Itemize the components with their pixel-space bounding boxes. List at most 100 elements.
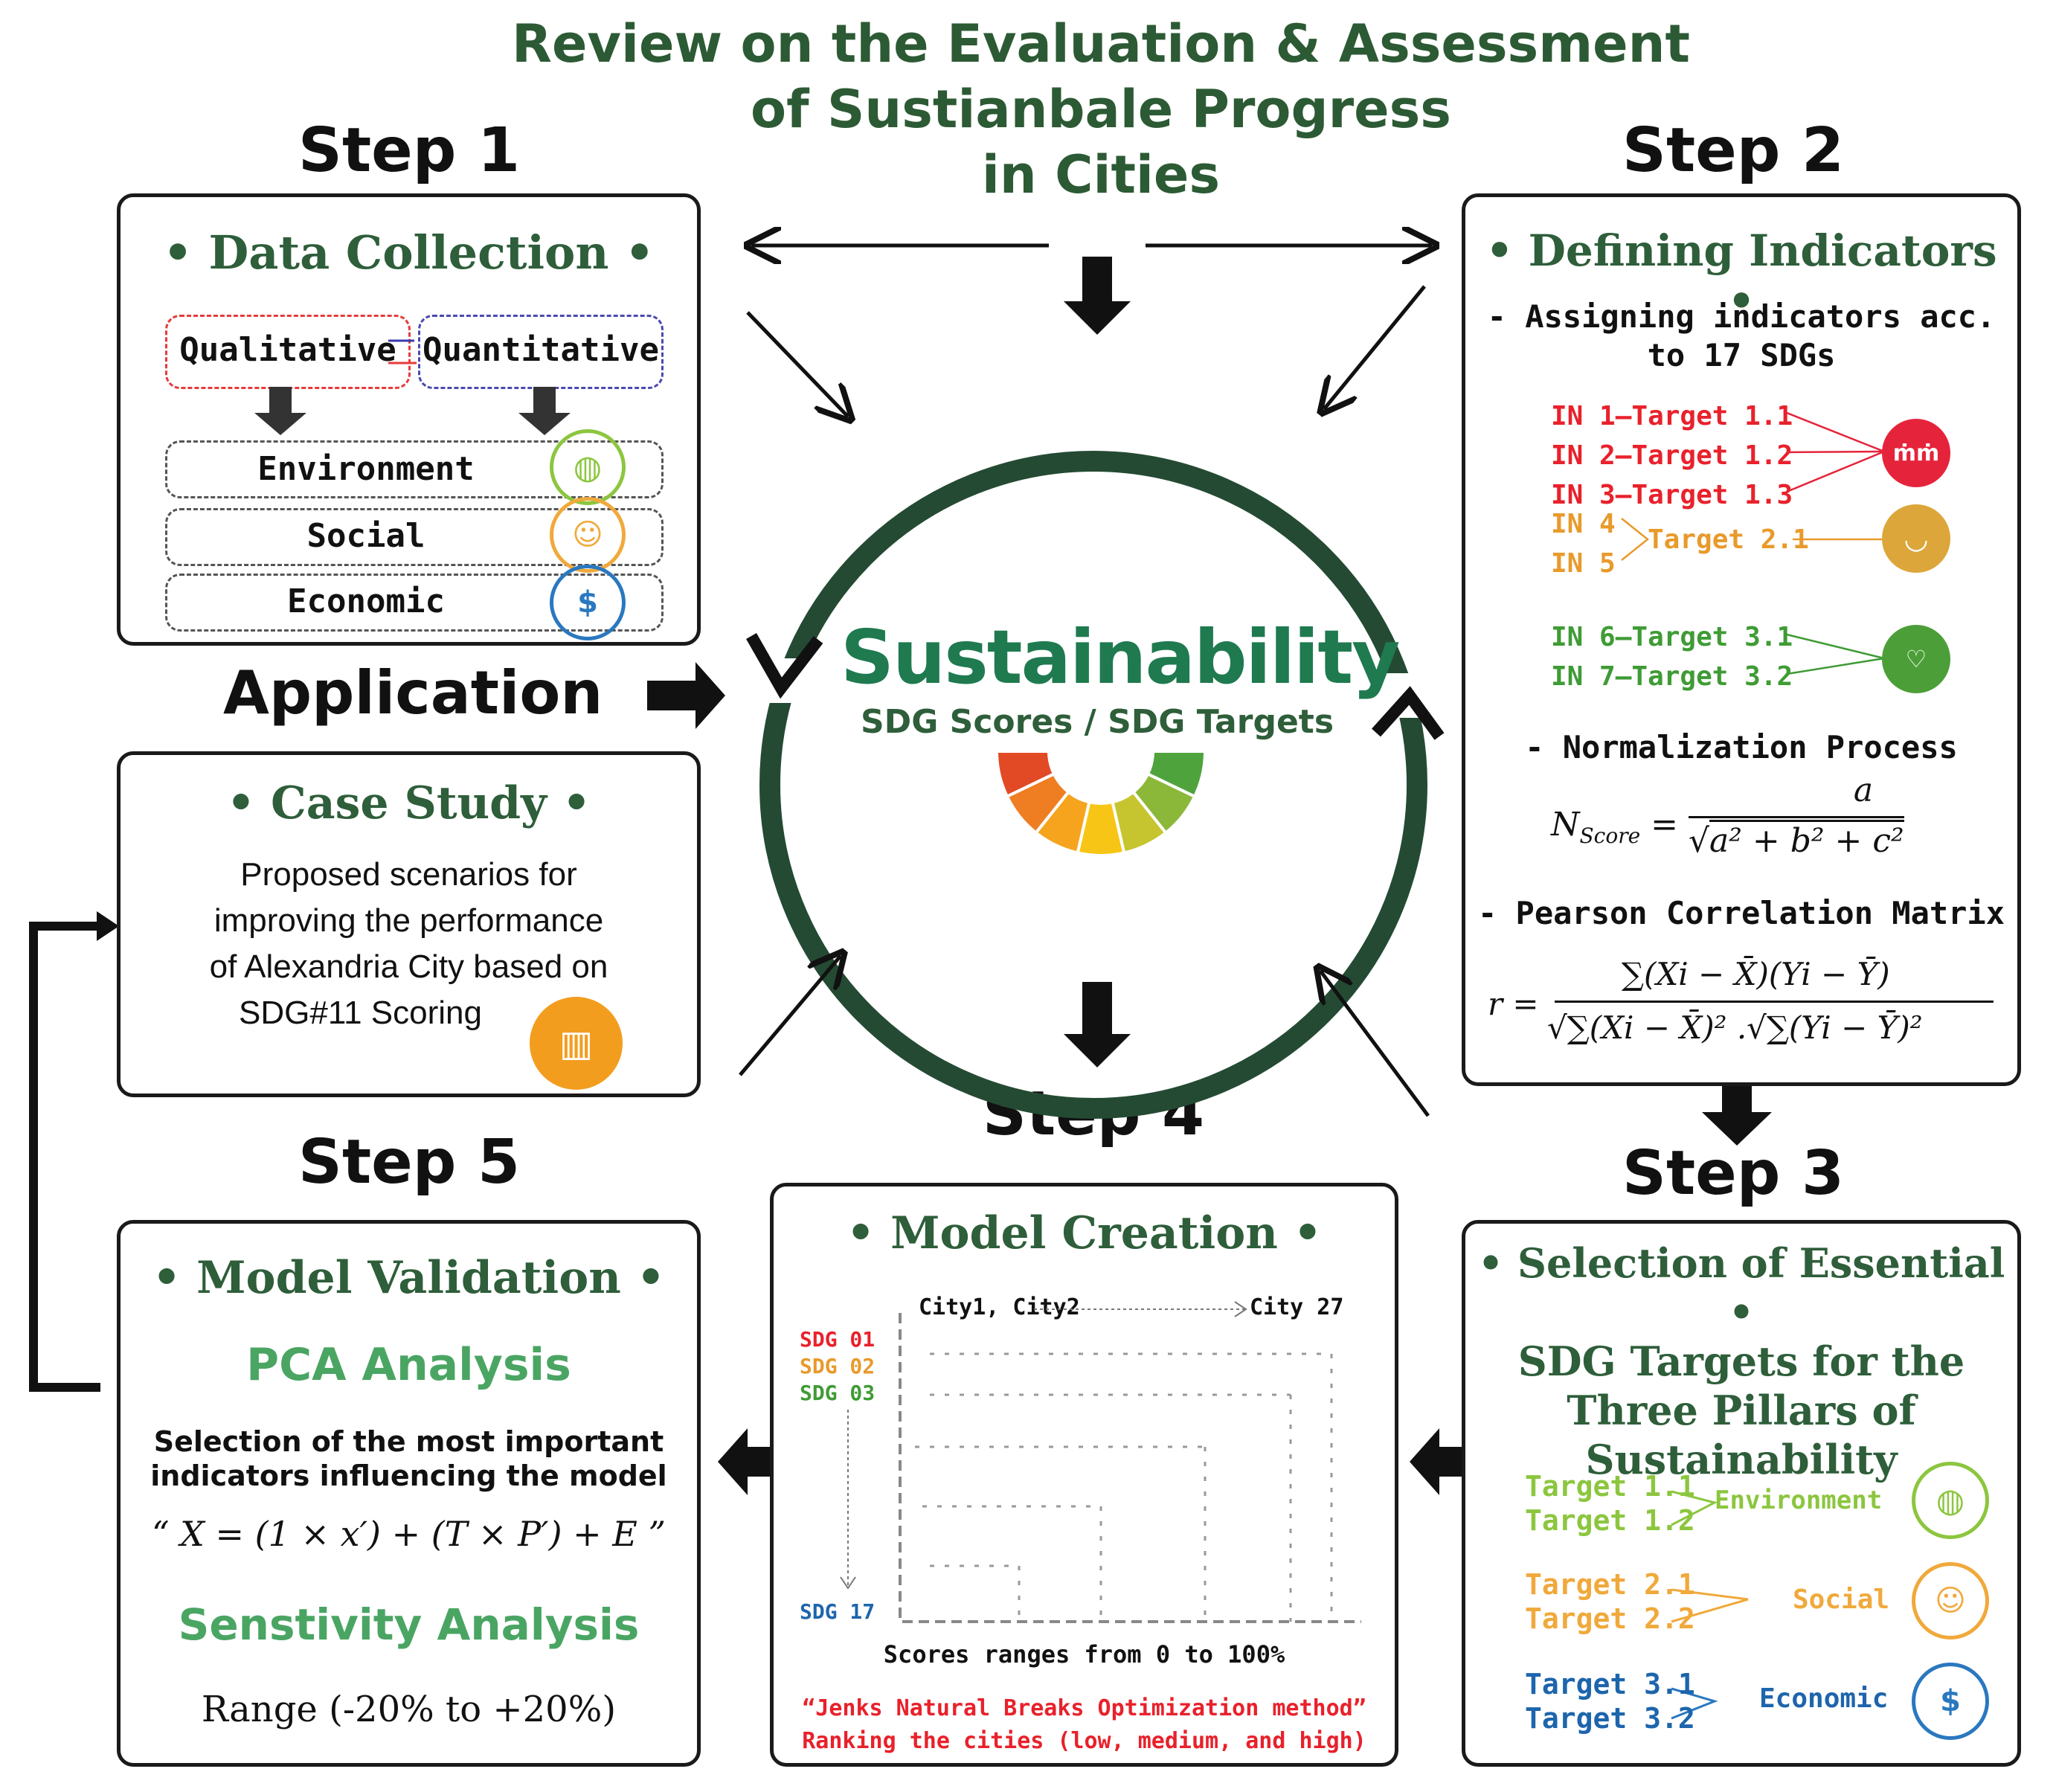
target-1-1: Target 1.1 — [1631, 401, 1793, 431]
money-growth-icon: $ — [550, 565, 626, 640]
quantitative-label: Quantitative — [423, 331, 659, 369]
sdg2-zero-hunger-icon: ◡ — [1882, 504, 1950, 573]
social-row — [165, 508, 664, 566]
model-matrix-graphic — [840, 1301, 1361, 1623]
title-line-1: Review on the Evaluation & Assessment — [512, 13, 1690, 74]
eco-target-2: Target 3.2 — [1525, 1702, 1695, 1735]
normalization-title: - Normalization Process — [1525, 729, 1958, 765]
target-3-2: Target 3.2 — [1631, 661, 1793, 692]
in-2: IN 2 — [1551, 440, 1616, 471]
sdg-01-label: SDG 01 — [800, 1327, 876, 1352]
sdg-02-label: SDG 02 — [800, 1354, 876, 1378]
in-7: IN 7 — [1551, 661, 1616, 692]
qualitative-label: Qualitative — [179, 331, 396, 369]
selection-heading-1: • Selection of Essential • — [1477, 1239, 2005, 1336]
jenks-line-2: Ranking the cities (low, medium, and hig… — [802, 1728, 1366, 1754]
step-5-label: Step 5 — [298, 1127, 521, 1198]
jenks-text: “Jenks Natural Breaks Optimization metho… — [774, 1692, 1395, 1758]
selection-line-2: indicators influencing the model — [150, 1459, 667, 1492]
assign-text: - Assigning indicators acc. to 17 SDGs — [1465, 298, 2017, 375]
eco-target-1: Target 3.1 — [1525, 1668, 1695, 1701]
model-validation-heading: • Model Validation • — [152, 1252, 666, 1304]
soc-pillar-label: Social — [1793, 1584, 1890, 1615]
cities-start-label: City1, City2 — [919, 1294, 1080, 1320]
globe-icon: ◍ — [550, 429, 626, 505]
env-targets: Target 1.1 Target 1.2 — [1525, 1469, 1695, 1538]
pca-analysis-label: PCA Analysis — [246, 1339, 571, 1391]
eco-targets: Target 3.1 Target 3.2 — [1525, 1667, 1695, 1735]
data-collection-box: • Data Collection • Qualitative Quantita… — [117, 193, 701, 646]
selection-heading-2: SDG Targets for the — [1517, 1337, 1965, 1385]
people-icon: ☺ — [550, 497, 626, 573]
pearson-formula: r = ∑(Xi − X̄)(Yi − Ȳ) √∑(Xi − X̄)² .√∑(… — [1488, 956, 2008, 1067]
sdg1-indicators: IN 1—Target 1.1 IN 2—Target 1.2 IN 3—Tar… — [1551, 401, 1793, 510]
case-study-box: • Case Study • Proposed scenarios for im… — [117, 751, 701, 1097]
ring-arrowhead-right — [1372, 686, 1445, 740]
application-label: Application — [223, 658, 603, 728]
selection-heading-3: Three Pillars of — [1567, 1387, 1916, 1434]
step-2-label: Step 2 — [1622, 115, 1845, 186]
eco-pillar-label: Economic — [1759, 1683, 1889, 1714]
sdg3-indicators: IN 6—Target 3.1 IN 7—Target 3.2 — [1551, 622, 1793, 692]
gauge-segment — [1146, 750, 1207, 799]
in-6: IN 6 — [1551, 622, 1616, 652]
social-label: Social — [306, 517, 425, 555]
title-line-3: in Cities — [981, 144, 1221, 205]
sdg-labels: SDG 01 SDG 02 SDG 03 — [800, 1326, 875, 1407]
sdg1-no-poverty-icon: ṁṁ — [1882, 419, 1950, 487]
in-3: IN 3 — [1551, 480, 1616, 510]
target-1-2: Target 1.2 — [1631, 440, 1793, 471]
cycle-ring — [759, 451, 1427, 1119]
sustainability-logo: Sustainability — [841, 614, 1400, 701]
case-line-3: of Alexandria City based on — [209, 948, 608, 985]
selection-heading: • Selection of Essential • SDG Targets f… — [1465, 1239, 2017, 1484]
selection-heading-4: Sustainability — [1585, 1436, 1898, 1483]
model-validation-box: • Model Validation • PCA Analysis Select… — [117, 1220, 701, 1767]
title-line-2: of Sustianbale Progress — [751, 79, 1451, 140]
jenks-line-1: “Jenks Natural Breaks Optimization metho… — [802, 1695, 1366, 1721]
sdg2-indicators-in: IN 4 IN 5 — [1551, 504, 1616, 583]
in-5: IN 5 — [1551, 548, 1616, 579]
sensitivity-range: Range (-20% to +20%) — [201, 1689, 617, 1730]
target-3-1: Target 3.1 — [1631, 622, 1793, 652]
sdg-03-label: SDG 03 — [800, 1381, 876, 1405]
sdg11-city-icon: ▥ — [530, 997, 623, 1090]
sdg-gauge-icon — [995, 750, 1207, 857]
case-study-heading: • Case Study • — [226, 777, 591, 829]
sdg-17-label: SDG 17 — [800, 1599, 876, 1624]
selection-text: Selection of the most important indicato… — [121, 1425, 697, 1493]
economic-label: Economic — [287, 582, 445, 620]
data-collection-heading: • Data Collection • — [163, 225, 655, 280]
step-3-label: Step 3 — [1622, 1138, 1845, 1209]
city-end-label: City 27 — [1250, 1294, 1344, 1320]
globe-icon: ◍ — [1912, 1462, 1989, 1539]
main-title: Review on the Evaluation & Assessment of… — [484, 11, 1718, 208]
in-1: IN 1 — [1551, 401, 1616, 431]
environment-label: Environment — [257, 450, 475, 488]
scores-range-label: Scores ranges from 0 to 100% — [883, 1640, 1285, 1669]
case-line-4: SDG#11 Scoring — [239, 995, 482, 1031]
case-line-2: improving the performance — [213, 902, 604, 939]
selection-box: • Selection of Essential • SDG Targets f… — [1462, 1220, 2021, 1767]
defining-indicators-heading: • Defining Indicators • — [1485, 225, 1997, 327]
env-target-2: Target 1.2 — [1525, 1504, 1695, 1537]
in-4: IN 4 — [1551, 509, 1616, 539]
money-growth-icon: $ — [1912, 1663, 1989, 1740]
validation-formula: “ X = (1 × x′) + (T × P′) + E ” — [151, 1514, 666, 1554]
model-creation-box: • Model Creation • City1, City2 City 27 … — [770, 1183, 1398, 1767]
ring-arrowhead-left — [746, 633, 823, 699]
case-study-text: Proposed scenarios for improving the per… — [121, 852, 697, 1036]
env-target-1: Target 1.1 — [1525, 1470, 1695, 1503]
people-icon: ☺ — [1912, 1562, 1989, 1640]
assign-line-1: - Assigning indicators acc. — [1487, 298, 1996, 335]
sdg-scores-subtitle: SDG Scores / SDG Targets — [860, 703, 1334, 741]
pearson-title: - Pearson Correlation Matrix — [1477, 895, 2005, 931]
case-line-1: Proposed scenarios for — [240, 856, 577, 893]
selection-line-1: Selection of the most important — [153, 1425, 664, 1458]
target-2-1: Target 2.1 — [1648, 524, 1809, 555]
soc-targets: Target 2.1 Target 2.2 — [1525, 1567, 1695, 1636]
soc-target-1: Target 2.1 — [1525, 1568, 1695, 1601]
step-1-label: Step 1 — [298, 115, 521, 186]
sensitivity-analysis-label: Senstivity Analysis — [178, 1599, 640, 1650]
